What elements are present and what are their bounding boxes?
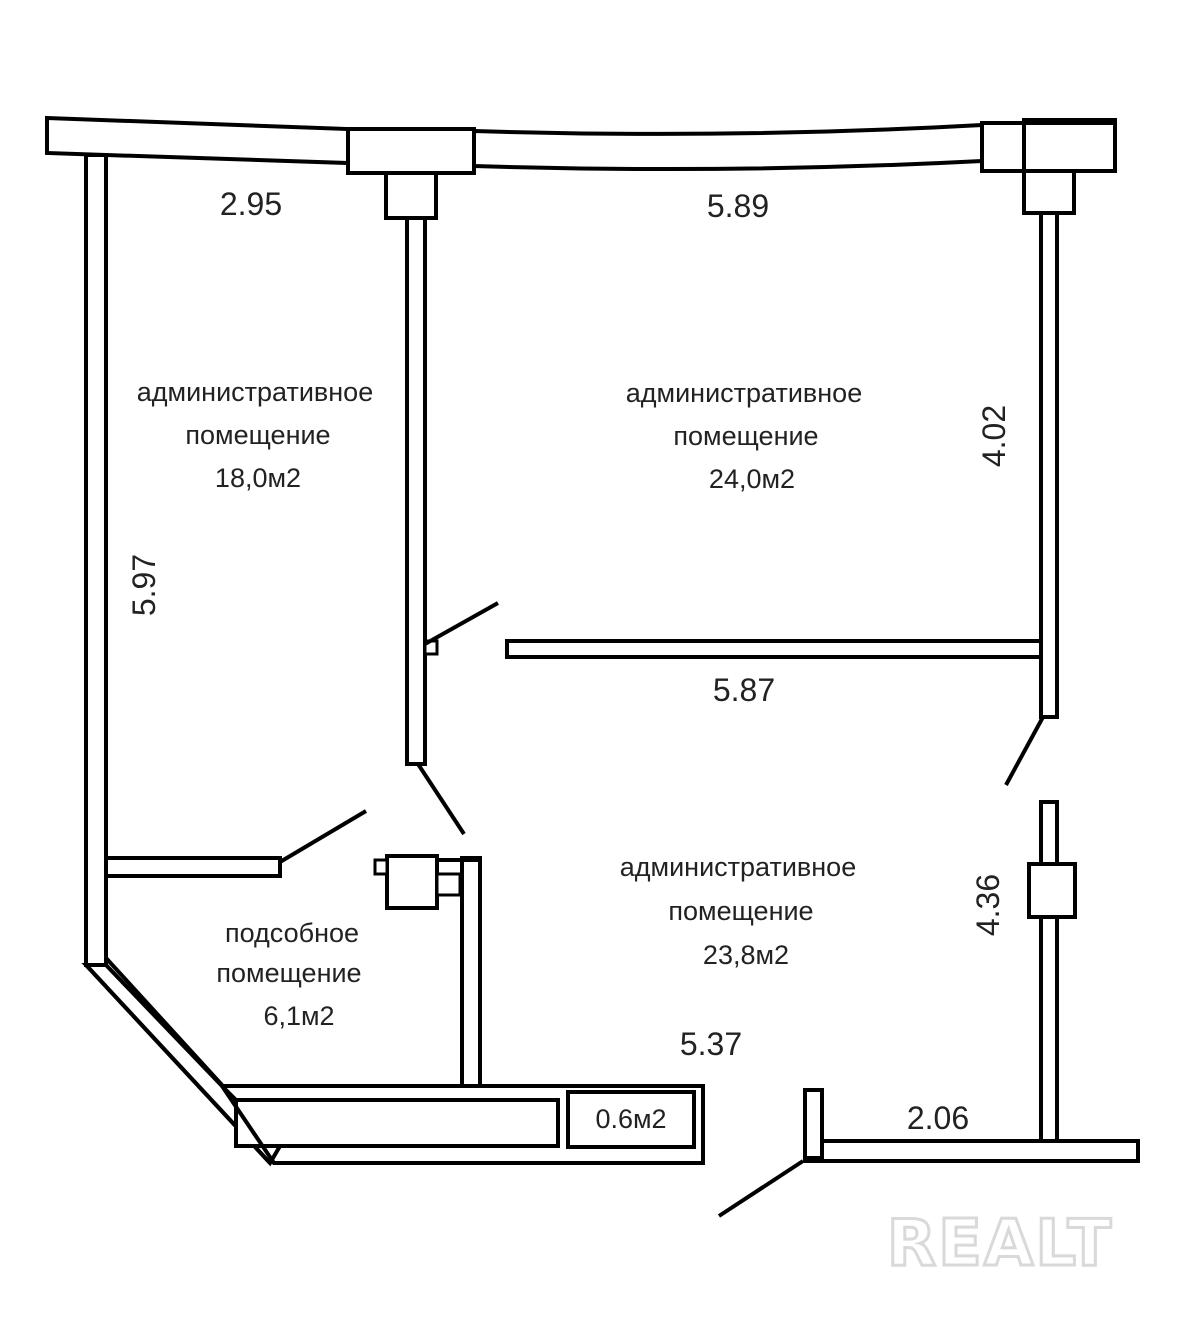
dim-middle-width: 5.87 [713, 672, 775, 708]
entrance-post [803, 1088, 824, 1160]
room-label-admin-2: административное помещение 24,0м2 [626, 378, 862, 494]
dim-top-right: 5.89 [707, 188, 769, 224]
shaft-box-small-left [373, 858, 389, 876]
shaft-box [385, 854, 439, 910]
column-right [980, 121, 1026, 173]
left-outer-wall [84, 153, 108, 967]
door-hall-left [416, 762, 466, 836]
shaft-box-small-right [435, 872, 462, 897]
bottom-wall-left [218, 1084, 705, 1165]
room-word: помещение [216, 958, 361, 988]
dim-bottom-middle: 5.37 [680, 1026, 742, 1062]
room-area: 18,0м2 [215, 463, 301, 493]
room-type: административное [620, 852, 856, 882]
column-right-lower [1022, 169, 1076, 215]
right-wall-lower [1039, 800, 1059, 1150]
door-right [1004, 716, 1045, 786]
room-type: подсобное [225, 918, 359, 948]
room-area: 6,1м2 [263, 1001, 334, 1031]
dim-top-left: 2.95 [220, 186, 282, 222]
partition-vertical-upper [405, 216, 427, 766]
room-area: 24,0м2 [709, 464, 795, 494]
room-word: помещение [668, 896, 813, 926]
column-left-lower [384, 171, 438, 220]
room-word: помещение [673, 421, 818, 451]
column-left [346, 127, 476, 175]
right-wall-upper [1039, 211, 1059, 719]
room-label-admin-3: административное помещение 23,8м2 [620, 852, 856, 970]
entrance-door [717, 1159, 805, 1218]
dim-right-height-upper: 4.02 [976, 405, 1012, 467]
door-middle-room [424, 601, 499, 646]
bottom-wall-outer [234, 1098, 560, 1148]
watermark-logo: REALT [887, 1207, 1113, 1281]
bottom-wall-right [803, 1139, 1140, 1163]
room-label-admin-1: административное помещение 18,0м2 [137, 377, 373, 493]
facade-wall-right [1022, 118, 1117, 173]
dim-left-height: 5.97 [126, 554, 162, 616]
facade-wall-middle [472, 122, 984, 172]
partition-horizontal [505, 639, 1059, 659]
door-left-room [278, 809, 368, 864]
dim-bottom-right: 2.06 [907, 1100, 969, 1136]
diag-inner-line-2 [104, 956, 224, 1087]
partition-utility-right [460, 856, 482, 1088]
room-type: административное [626, 378, 862, 408]
small-room-area-label: 0.6м2 [595, 1104, 666, 1134]
room-type: административное [137, 377, 373, 407]
dim-right-height-lower: 4.36 [970, 874, 1006, 936]
room-area: 23,8м2 [703, 940, 789, 970]
partition-left-rooms [104, 856, 282, 878]
room-label-utility: подсобное помещение 6,1м2 [216, 918, 361, 1031]
column-right-mid [1027, 862, 1077, 919]
room-word: помещение [185, 420, 330, 450]
small-room-box [566, 1090, 696, 1149]
